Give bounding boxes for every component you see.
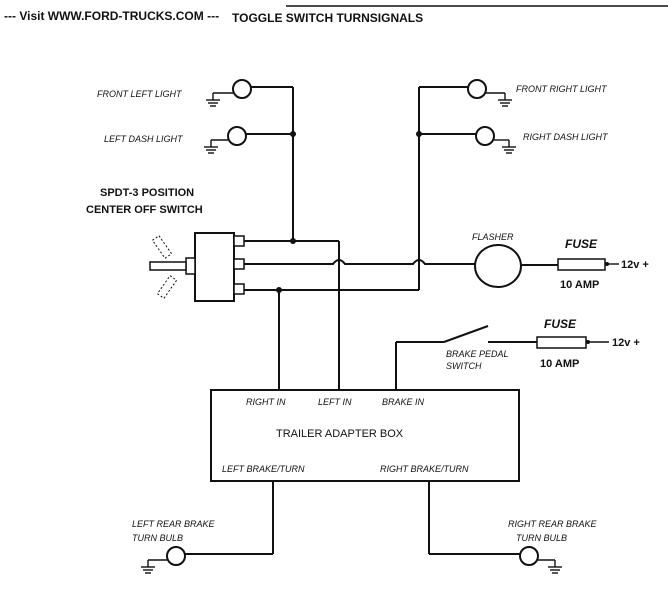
fuse-mid: FUSE 10 AMP 12v + <box>536 317 640 370</box>
brake-pedal-switch: BRAKE PEDAL SWITCH <box>395 325 537 390</box>
amp-mid-label: 10 AMP <box>540 358 579 370</box>
trailer-adapter-box: RIGHT IN LEFT IN BRAKE IN TRAILER ADAPTE… <box>210 389 520 482</box>
right-dash-light: RIGHT DASH LIGHT <box>416 126 609 154</box>
front-right-light-label: FRONT RIGHT LIGHT <box>516 84 608 94</box>
left-dash-light-label: LEFT DASH LIGHT <box>104 134 184 144</box>
flasher: FLASHER <box>472 232 558 288</box>
front-right-light: FRONT RIGHT LIGHT <box>418 79 608 290</box>
switch-label-line2: CENTER OFF SWITCH <box>86 204 203 216</box>
box-title: TRAILER ADAPTER BOX <box>276 428 404 440</box>
front-left-light-label: FRONT LEFT LIGHT <box>97 89 183 99</box>
left-brake-turn-label: LEFT BRAKE/TURN <box>222 464 305 474</box>
fuse-mid-label: FUSE <box>544 317 577 331</box>
left-rear-label-line1: LEFT REAR BRAKE <box>132 519 216 529</box>
brake-in-label: BRAKE IN <box>382 397 425 407</box>
toggle-switch <box>149 232 245 302</box>
amp-top-label: 10 AMP <box>560 279 599 291</box>
right-rear-label-line1: RIGHT REAR BRAKE <box>508 519 598 529</box>
v12-mid-label: 12v + <box>612 337 640 349</box>
right-rear-label-line2: TURN BULB <box>516 533 567 543</box>
brake-pedal-label-line1: BRAKE PEDAL <box>446 349 509 359</box>
fuse-top-label: FUSE <box>565 237 598 251</box>
switch-label-line1: SPDT-3 POSITION <box>100 187 194 199</box>
front-left-light: FRONT LEFT LIGHT <box>97 79 294 241</box>
right-in-label: RIGHT IN <box>246 397 286 407</box>
v12-top-label: 12v + <box>621 259 649 271</box>
switch-wiring <box>244 238 476 390</box>
left-dash-light: LEFT DASH LIGHT <box>104 126 296 154</box>
left-rear-label-line2: TURN BULB <box>132 533 183 543</box>
visit-text: --- Visit WWW.FORD-TRUCKS.COM --- <box>4 9 219 23</box>
diagram-title: TOGGLE SWITCH TURNSIGNALS <box>232 11 423 25</box>
right-brake-turn-label: RIGHT BRAKE/TURN <box>380 464 469 474</box>
header: --- Visit WWW.FORD-TRUCKS.COM --- TOGGLE… <box>4 5 668 25</box>
left-rear-bulb: LEFT REAR BRAKE TURN BULB <box>132 481 274 574</box>
right-dash-light-label: RIGHT DASH LIGHT <box>523 132 609 142</box>
right-rear-bulb: RIGHT REAR BRAKE TURN BULB <box>428 481 598 574</box>
left-in-label: LEFT IN <box>318 397 352 407</box>
brake-pedal-label-line2: SWITCH <box>446 361 482 371</box>
fuse-top: FUSE 10 AMP 12v + <box>557 237 649 291</box>
flasher-label: FLASHER <box>472 232 514 242</box>
